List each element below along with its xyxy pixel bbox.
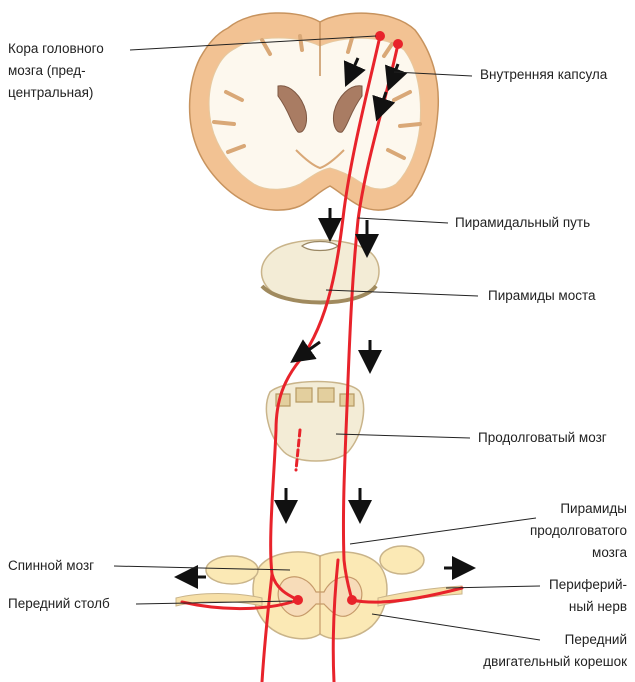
label-medulla: Продолговатый мозг [478, 429, 607, 447]
label-peripheral-nerve-line2: ный нерв [569, 598, 627, 616]
label-internal-capsule: Внутренняя капсула [480, 66, 607, 84]
label-peripheral-nerve-line1: Периферий- [549, 576, 627, 594]
label-pons-pyramids: Пирамиды моста [488, 287, 596, 305]
label-anterior-root-line2: двигательный корешок [483, 653, 627, 671]
label-pyramidal-tract: Пирамидальный путь [455, 214, 590, 232]
left-ganglion [206, 556, 258, 584]
label-anterior-root-line1: Передний [565, 631, 627, 649]
label-medulla-pyramids-line2: продолговатого [530, 522, 627, 540]
label-spinal-cord: Спинной мозг [8, 557, 94, 575]
label-cortex-line1: Кора головного [8, 40, 104, 58]
upper-neuron-b [393, 39, 403, 49]
leader-medulla-pyramids [350, 518, 536, 544]
label-anterior-horn: Передний столб [8, 595, 110, 613]
leader-root [372, 614, 540, 640]
label-cortex-line2: мозга (пред- [8, 62, 86, 80]
pons-section [262, 240, 380, 303]
leader-pyramidal [358, 218, 448, 223]
label-cortex-line3: центральная) [8, 84, 93, 102]
right-ganglion [380, 546, 424, 574]
label-medulla-pyramids-line3: мозга [592, 544, 627, 562]
upper-neuron-a [375, 31, 385, 41]
fourth-ventricle [302, 242, 338, 251]
label-medulla-pyramids-line1: Пирамиды [560, 500, 627, 518]
spinal-cord-section [176, 546, 462, 639]
